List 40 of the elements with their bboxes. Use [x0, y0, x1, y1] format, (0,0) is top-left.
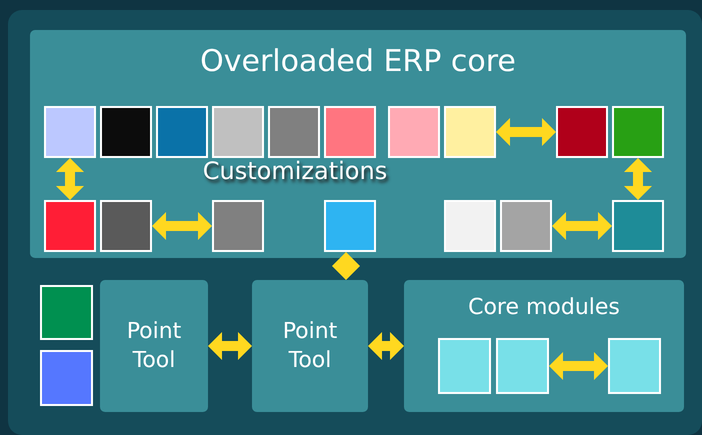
panel-title: Overloaded ERP core	[199, 43, 517, 81]
group-label: Customizations	[202, 156, 388, 187]
module-box	[404, 280, 684, 412]
double-arrow	[208, 332, 252, 360]
square-block	[40, 285, 93, 340]
square-block	[444, 200, 496, 252]
square-block	[444, 106, 496, 158]
module-box	[252, 280, 368, 412]
square-block	[438, 338, 491, 394]
box-label: Core modules	[467, 294, 621, 322]
double-arrow	[496, 118, 556, 146]
double-arrow	[152, 212, 212, 240]
square-block	[324, 106, 376, 158]
box-label: Point Tool	[126, 318, 182, 375]
square-block	[324, 200, 376, 252]
double-arrow	[552, 212, 612, 240]
double-arrow	[368, 332, 404, 360]
double-arrow	[56, 158, 84, 200]
square-block	[268, 106, 320, 158]
double-arrow	[332, 252, 360, 280]
core-panel	[30, 30, 686, 258]
module-box	[100, 280, 208, 412]
square-block	[212, 200, 264, 252]
square-block	[100, 106, 152, 158]
box-label: Point Tool	[282, 318, 338, 375]
square-block	[40, 350, 93, 406]
square-block	[44, 200, 96, 252]
square-block	[608, 338, 661, 394]
square-block	[212, 106, 264, 158]
square-block	[612, 200, 664, 252]
square-block	[612, 106, 664, 158]
square-block	[156, 106, 208, 158]
square-block	[44, 106, 96, 158]
square-block	[496, 338, 549, 394]
square-block	[556, 106, 608, 158]
square-block	[388, 106, 440, 158]
square-block	[100, 200, 152, 252]
square-block	[500, 200, 552, 252]
double-arrow	[549, 352, 608, 380]
double-arrow	[624, 158, 652, 200]
